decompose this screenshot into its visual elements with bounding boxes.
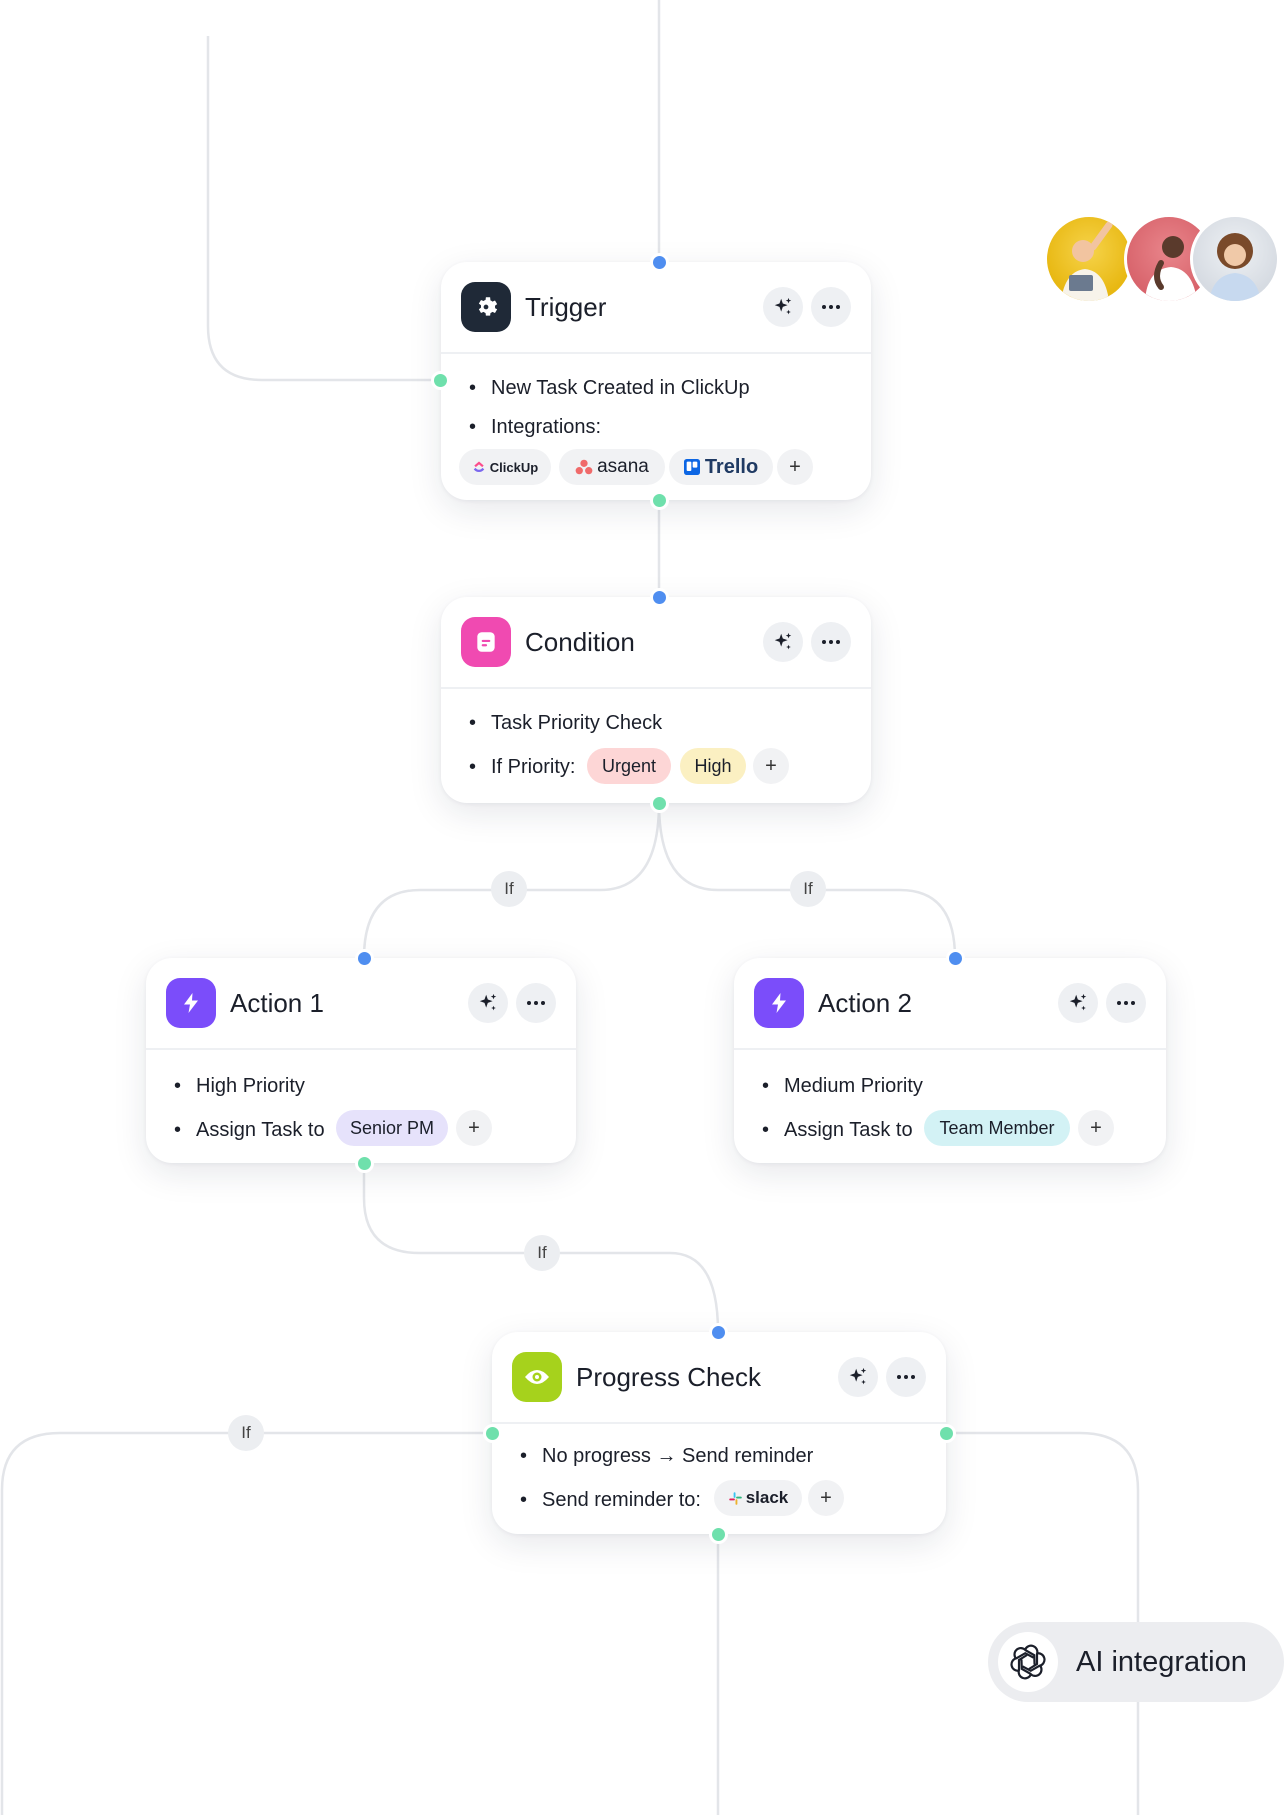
ellipsis-icon[interactable]	[886, 1357, 926, 1397]
priority-urgent-tag[interactable]: Urgent	[587, 748, 671, 784]
wire-progress-left	[0, 1431, 492, 1815]
trigger-title: Trigger	[525, 292, 607, 322]
list-item: Integrations:	[469, 415, 601, 439]
add-assignee-button[interactable]: +	[456, 1110, 492, 1146]
input-port[interactable]	[946, 949, 965, 968]
progress-card-header: Progress Check	[492, 1332, 946, 1424]
list-item: Task Priority Check	[469, 711, 662, 735]
slack-icon	[728, 1491, 742, 1505]
assignee-tag[interactable]: Team Member	[924, 1110, 1070, 1146]
input-port[interactable]	[650, 588, 669, 607]
avatar-user-3	[1190, 214, 1280, 304]
output-port[interactable]	[355, 1154, 374, 1173]
progress-check-card[interactable]: Progress Check No progress → Send remind…	[492, 1332, 946, 1534]
action-2-card-header: Action 2	[734, 958, 1166, 1050]
integration-trello[interactable]: Trello	[669, 449, 773, 485]
integration-asana[interactable]: asana	[559, 449, 665, 485]
assignee-tag[interactable]: Senior PM	[336, 1110, 448, 1146]
integration-clickup[interactable]: ClickUp	[459, 449, 551, 485]
document-icon	[461, 617, 511, 667]
output-port[interactable]	[431, 371, 450, 390]
list-item: High Priority	[174, 1074, 305, 1098]
list-item: Medium Priority	[762, 1074, 923, 1098]
add-priority-button[interactable]: +	[753, 748, 789, 784]
output-port[interactable]	[483, 1424, 502, 1443]
trello-icon	[683, 459, 700, 475]
input-port[interactable]	[355, 949, 374, 968]
avatar-user-1	[1044, 214, 1134, 304]
wire-action1-progress	[362, 1163, 720, 1333]
channel-slack[interactable]: slack	[714, 1480, 802, 1516]
list-item: New Task Created in ClickUp	[469, 376, 750, 400]
action-1-card[interactable]: Action 1 High Priority Assign Task to Se…	[146, 958, 576, 1163]
branch-if-badge[interactable]: If	[491, 871, 527, 907]
list-item: If Priority:	[469, 755, 575, 779]
action-2-card[interactable]: Action 2 Medium Priority Assign Task to …	[734, 958, 1166, 1163]
branch-if-badge[interactable]: If	[524, 1235, 560, 1271]
add-integration-button[interactable]: +	[777, 449, 813, 485]
add-assignee-button[interactable]: +	[1078, 1110, 1114, 1146]
ai-integration-button[interactable]: AI integration	[988, 1622, 1284, 1702]
ellipsis-icon[interactable]	[516, 983, 556, 1023]
list-item: Assign Task to	[762, 1118, 913, 1142]
progress-title: Progress Check	[576, 1362, 761, 1392]
list-item: No progress → Send reminder	[520, 1444, 813, 1468]
condition-card[interactable]: Condition Task Priority Check If Priorit…	[441, 597, 871, 803]
ellipsis-icon[interactable]	[811, 287, 851, 327]
output-port[interactable]	[709, 1525, 728, 1544]
input-port[interactable]	[709, 1323, 728, 1342]
sparkles-icon[interactable]	[763, 287, 803, 327]
openai-icon	[998, 1632, 1058, 1692]
output-port[interactable]	[937, 1424, 956, 1443]
trigger-card-header: Trigger	[441, 262, 871, 354]
sparkles-icon[interactable]	[838, 1357, 878, 1397]
lightning-icon	[166, 978, 216, 1028]
condition-title: Condition	[525, 627, 635, 657]
sparkles-icon[interactable]	[468, 983, 508, 1023]
wire-condition-action1	[362, 802, 661, 959]
ellipsis-icon[interactable]	[1106, 983, 1146, 1023]
list-item: Send reminder to:	[520, 1488, 701, 1512]
action-1-card-header: Action 1	[146, 958, 576, 1050]
trigger-card[interactable]: Trigger New Task Created in ClickUp Inte…	[441, 262, 871, 500]
condition-card-header: Condition	[441, 597, 871, 689]
input-port[interactable]	[650, 253, 669, 272]
gear-icon	[461, 282, 511, 332]
asana-icon	[575, 459, 593, 475]
branch-if-badge[interactable]: If	[790, 871, 826, 907]
ellipsis-icon[interactable]	[811, 622, 851, 662]
sparkles-icon[interactable]	[763, 622, 803, 662]
add-channel-button[interactable]: +	[808, 1480, 844, 1516]
sparkles-icon[interactable]	[1058, 983, 1098, 1023]
action-1-title: Action 1	[230, 988, 324, 1018]
priority-high-tag[interactable]: High	[680, 748, 746, 784]
ai-integration-label: AI integration	[1076, 1646, 1247, 1678]
action-2-title: Action 2	[818, 988, 912, 1018]
eye-icon	[512, 1352, 562, 1402]
list-item: Assign Task to	[174, 1118, 325, 1142]
output-port[interactable]	[650, 491, 669, 510]
output-port[interactable]	[650, 794, 669, 813]
clickup-icon	[473, 461, 485, 473]
wire-progress-right	[946, 1431, 1140, 1815]
branch-if-badge[interactable]: If	[228, 1415, 264, 1451]
wire-condition-action2	[657, 802, 957, 959]
wire-top-left	[206, 36, 440, 382]
lightning-icon	[754, 978, 804, 1028]
